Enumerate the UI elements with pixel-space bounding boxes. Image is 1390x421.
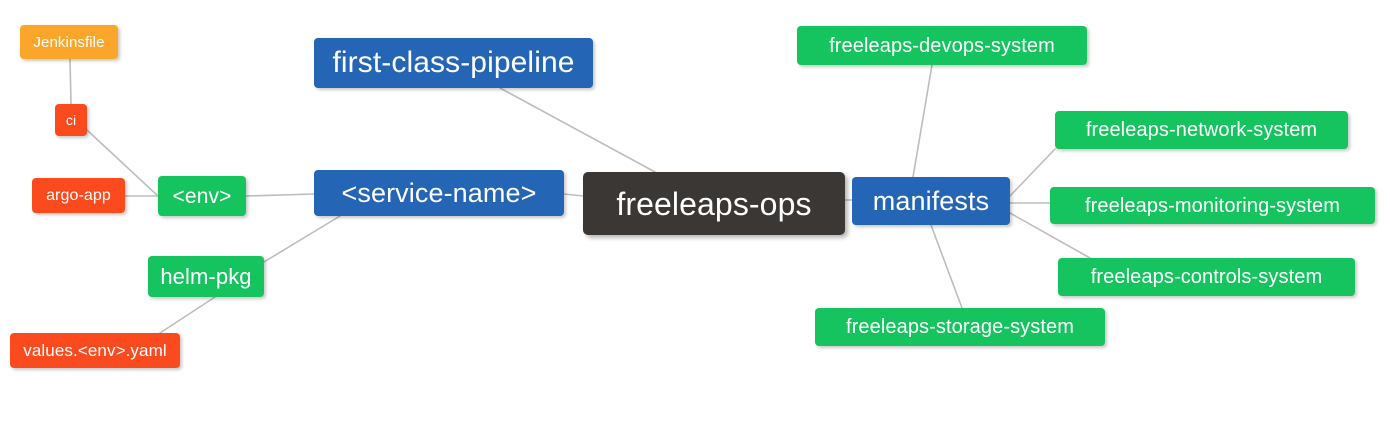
mindmap-node-first-class-pipeline[interactable]: first-class-pipeline [314, 38, 593, 88]
mindmap-node-label: values.<env>.yaml [23, 341, 167, 360]
edge-service-name-to-freeleaps-ops [563, 193, 584, 197]
mindmap-node-label: manifests [872, 185, 990, 216]
mindmap-node-label: argo-app [46, 186, 111, 204]
mindmap-node-label: freeleaps-storage-system [845, 316, 1075, 338]
mindmap-node-label: freeleaps-controls-system [1090, 266, 1323, 288]
mindmap-node-label: freeleaps-devops-system [829, 34, 1055, 57]
mindmap-node-values-yaml[interactable]: values.<env>.yaml [10, 333, 180, 368]
edge-jenkinsfile-to-ci [69, 58, 72, 105]
edge-values-yaml-to-helm-pkg [159, 296, 216, 334]
edge-manifests-to-freeleaps-network-system [1009, 148, 1056, 197]
edge-helm-pkg-to-service-name [263, 215, 341, 263]
mindmap-node-freeleaps-monitoring-system[interactable]: freeleaps-monitoring-system [1050, 187, 1375, 224]
mindmap-node-label: ci [65, 112, 77, 128]
edge-manifests-to-freeleaps-devops-system [912, 64, 933, 178]
mindmap-node-freeleaps-devops-system[interactable]: freeleaps-devops-system [797, 26, 1087, 65]
mindmap-node-label: first-class-pipeline [332, 46, 575, 79]
mindmap-node-freeleaps-controls-system[interactable]: freeleaps-controls-system [1058, 258, 1355, 296]
mindmap-node-label: freeleaps-network-system [1085, 119, 1318, 141]
mindmap-node-label: helm-pkg [160, 263, 252, 289]
mindmap-node-freeleaps-network-system[interactable]: freeleaps-network-system [1055, 111, 1348, 149]
mindmap-node-ci[interactable]: ci [55, 104, 87, 136]
mindmap-node-manifests[interactable]: manifests [852, 177, 1010, 225]
mindmap-node-helm-pkg[interactable]: helm-pkg [148, 256, 264, 297]
edge-env-to-service-name [245, 193, 315, 197]
mindmap-node-label: <service-name> [341, 177, 537, 208]
mindmap-node-label: Jenkinsfile [33, 33, 105, 51]
mindmap-node-jenkinsfile[interactable]: Jenkinsfile [20, 25, 118, 59]
mindmap-node-label: freeleaps-ops [616, 185, 812, 222]
mindmap-node-label: <env> [172, 184, 232, 208]
mindmap-node-env[interactable]: <env> [158, 176, 246, 216]
mindmap-node-freeleaps-ops[interactable]: freeleaps-ops [583, 172, 845, 235]
mindmap-node-service-name[interactable]: <service-name> [314, 170, 564, 216]
mindmap-node-argo-app[interactable]: argo-app [32, 178, 125, 213]
mindmap-node-freeleaps-storage-system[interactable]: freeleaps-storage-system [815, 308, 1105, 346]
edge-first-class-pipeline-to-freeleaps-ops [499, 87, 656, 173]
mindmap-node-label: freeleaps-monitoring-system [1084, 194, 1340, 217]
edge-manifests-to-freeleaps-storage-system [930, 224, 963, 309]
